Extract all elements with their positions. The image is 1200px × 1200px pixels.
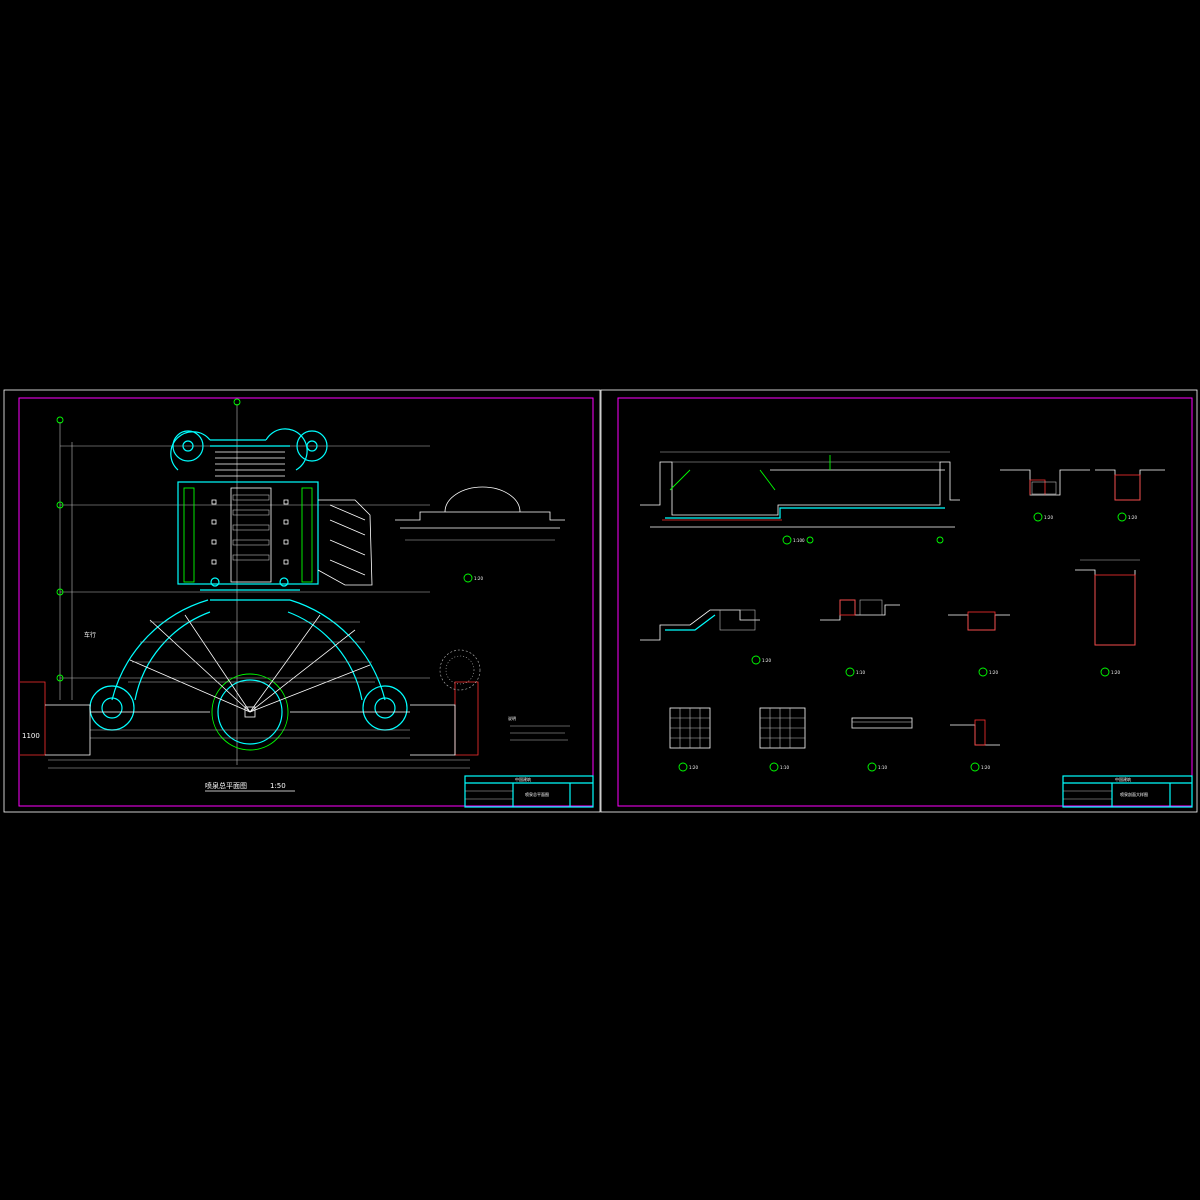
drawing-name-left: 喷泉总平面图: [525, 791, 549, 797]
sheet-right: 1:100 1:20 1:20 1:20 1:10 1:20 1:20 1:20…: [600, 389, 1198, 813]
plan-arch-ring: [89, 599, 408, 751]
title-block-left: 中国建筑 喷泉总平面图: [464, 775, 594, 808]
plan-title: 喷泉总平面图: [205, 781, 247, 790]
scale-label-6: 1:20: [989, 670, 998, 675]
plan-scale: 1:50: [270, 782, 286, 790]
detail-grids-bottom: [669, 707, 1000, 772]
title-block-header-left: 中国建筑: [515, 776, 531, 782]
plan-top-lobes: [170, 428, 328, 471]
scale-label-1: 1:100: [793, 538, 805, 543]
scale-label-11: 1:20: [981, 765, 990, 770]
scale-label-2: 1:20: [1044, 515, 1053, 520]
left-scale-label: 1100: [22, 732, 40, 740]
notes-title: 说明: [508, 715, 516, 721]
scale-label-10: 1:10: [878, 765, 887, 770]
svg-text:1:20: 1:20: [474, 576, 483, 581]
plan-radial-lines: [90, 614, 410, 739]
sheet-right-border: [617, 397, 1193, 807]
road-label: 车行: [84, 631, 96, 639]
plan-grid-axes: [48, 398, 470, 769]
detail-sections-middle: [640, 559, 1140, 677]
detail-sections-top: [1000, 469, 1165, 522]
sheet-left-frame: [3, 389, 601, 813]
drawing-name-right: 喷泉剖面大样图: [1120, 791, 1148, 797]
plan-section-detail: 1:20: [395, 486, 565, 583]
plan-steps: [215, 451, 285, 483]
scale-label-3: 1:20: [1128, 515, 1137, 520]
scale-label-4: 1:20: [762, 658, 771, 663]
scale-label-5: 1:10: [856, 670, 865, 675]
title-block-right: 中国建筑 喷泉剖面大样图: [1062, 775, 1193, 808]
tree-symbol: [439, 649, 481, 691]
sheet-right-frame: [600, 389, 1198, 813]
plan-notes: 说明: [508, 715, 570, 741]
scale-label-9: 1:10: [780, 765, 789, 770]
plan-central-basin: [177, 481, 319, 601]
long-section: [640, 451, 960, 545]
sheet-left: 1:20 说明 车行 1100 喷泉总平面图 1:50 中国建筑 喷泉总平面图: [3, 389, 601, 813]
plan-side-ramp: [317, 499, 373, 586]
scale-label-7: 1:20: [1111, 670, 1120, 675]
scale-label-8: 1:20: [689, 765, 698, 770]
plan-side-planters: [20, 681, 479, 756]
sheet-left-border: [18, 397, 594, 807]
title-block-header-right: 中国建筑: [1115, 776, 1131, 782]
